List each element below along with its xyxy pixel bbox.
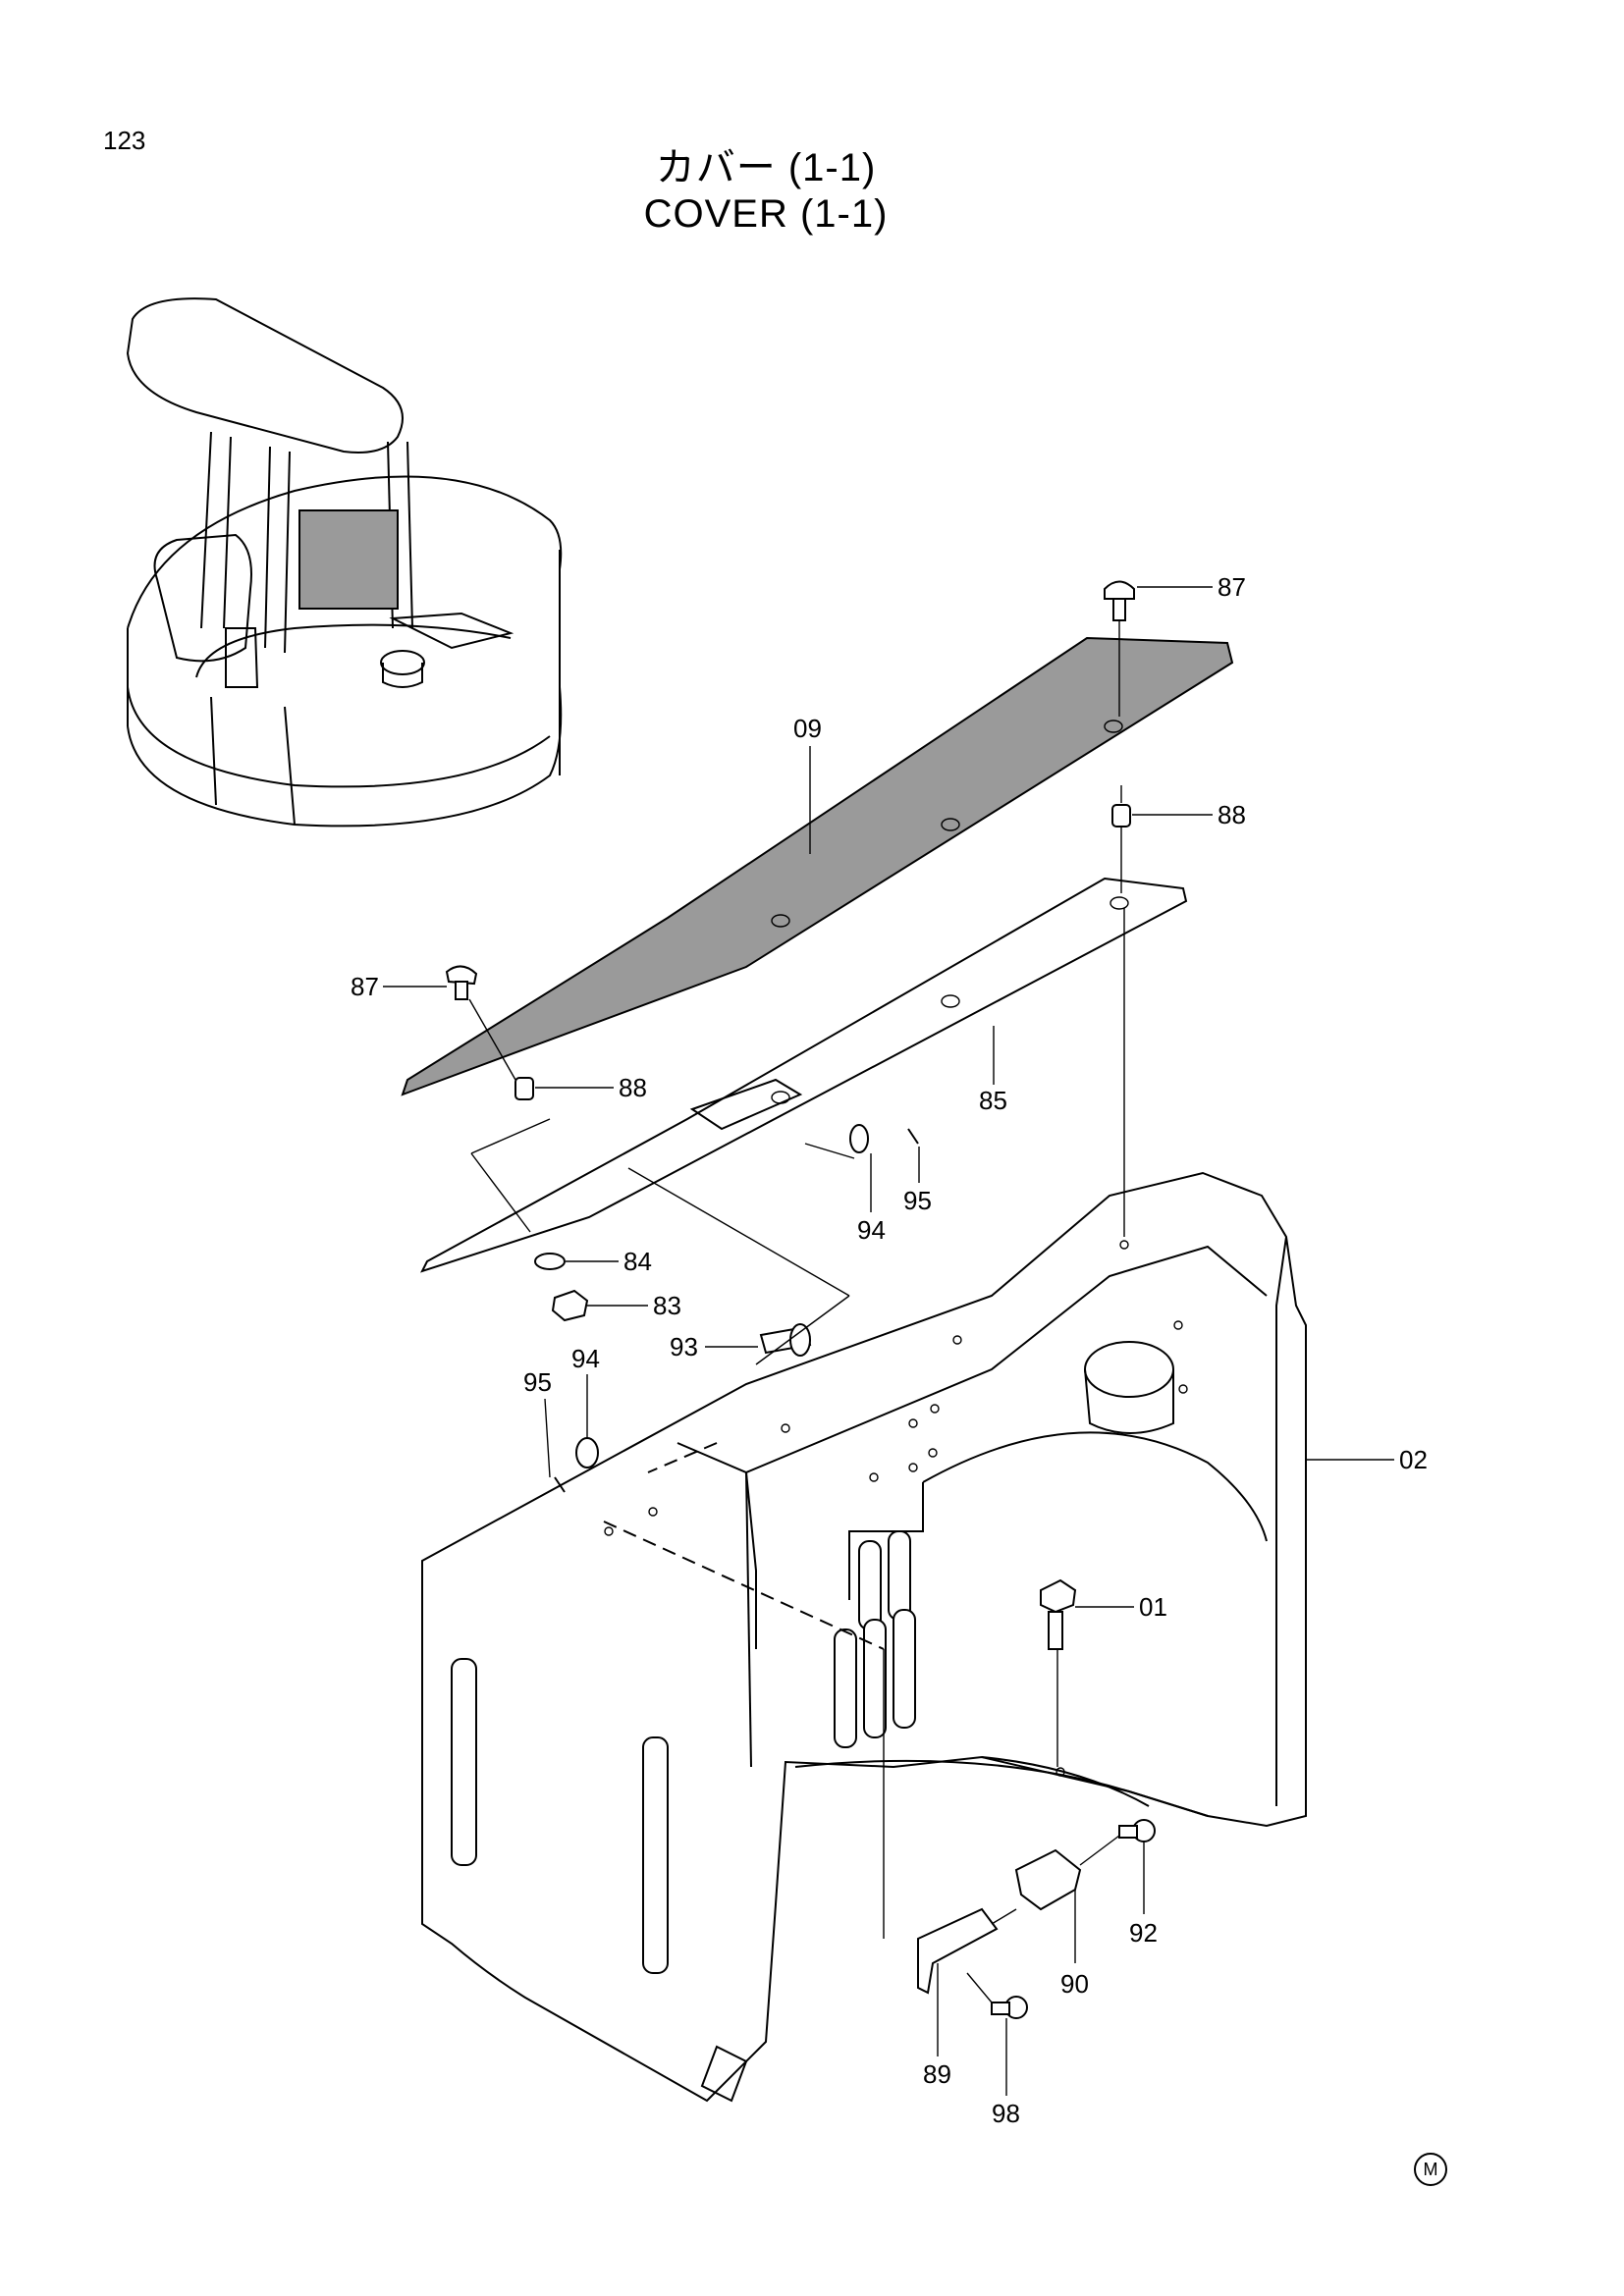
page-number: 123: [103, 126, 146, 155]
callout-94-right: 94: [857, 1153, 886, 1245]
callout-95-left: 95: [523, 1367, 552, 1478]
callout-09: 09: [793, 714, 822, 854]
callout-01: 01: [1075, 1592, 1167, 1622]
callout-94-left: 94: [571, 1344, 600, 1438]
callout-label: 01: [1139, 1592, 1167, 1622]
callout-label: 02: [1399, 1445, 1428, 1474]
callout-90: 90: [1060, 1890, 1089, 1999]
callout-label: 09: [793, 714, 822, 743]
callout-label: 95: [523, 1367, 552, 1397]
callout-89: 89: [923, 1963, 951, 2089]
callout-label: 88: [1218, 800, 1246, 829]
callout-label: 83: [653, 1291, 681, 1320]
callout-87-left: 87: [351, 972, 447, 1001]
machine-overview-illustration: [126, 297, 563, 828]
callout-label: 98: [992, 2099, 1020, 2128]
callout-label: 84: [623, 1247, 652, 1276]
callout-02: 02: [1306, 1445, 1428, 1474]
callout-label: 90: [1060, 1969, 1089, 1999]
callout-label: 89: [923, 2059, 951, 2089]
callout-88-left: 88: [535, 1073, 647, 1102]
callout-label: 95: [903, 1186, 932, 1215]
callout-84: 84: [566, 1247, 652, 1276]
part-85-plate: [420, 877, 1188, 1273]
maker-mark-icon: M: [1414, 2153, 1447, 2186]
callout-95-right: 95: [903, 1147, 932, 1215]
callout-label: 88: [619, 1073, 647, 1102]
hardware-parts: [445, 580, 1156, 2019]
title-english: COVER (1-1): [643, 192, 889, 236]
leader-lines: [468, 620, 1125, 2003]
callout-93: 93: [670, 1332, 758, 1362]
callout-98: 98: [992, 2018, 1020, 2128]
callout-85: 85: [979, 1026, 1007, 1115]
callout-87-top: 87: [1137, 572, 1246, 602]
callout-83: 83: [587, 1291, 681, 1320]
callout-label: 85: [979, 1086, 1007, 1115]
part-09-rubber-pad: [401, 636, 1234, 1096]
callout-label: 93: [670, 1332, 698, 1362]
callout-label: 94: [857, 1215, 886, 1245]
callout-label: 94: [571, 1344, 600, 1373]
callout-label: 87: [351, 972, 379, 1001]
callout-label: 87: [1218, 572, 1246, 602]
callout-label: 92: [1129, 1918, 1158, 1948]
callout-92: 92: [1129, 1842, 1158, 1948]
part-02-main-cover: [421, 1171, 1307, 2103]
title-japanese: カバー (1-1): [655, 146, 877, 189]
callout-88-top: 88: [1132, 800, 1246, 829]
